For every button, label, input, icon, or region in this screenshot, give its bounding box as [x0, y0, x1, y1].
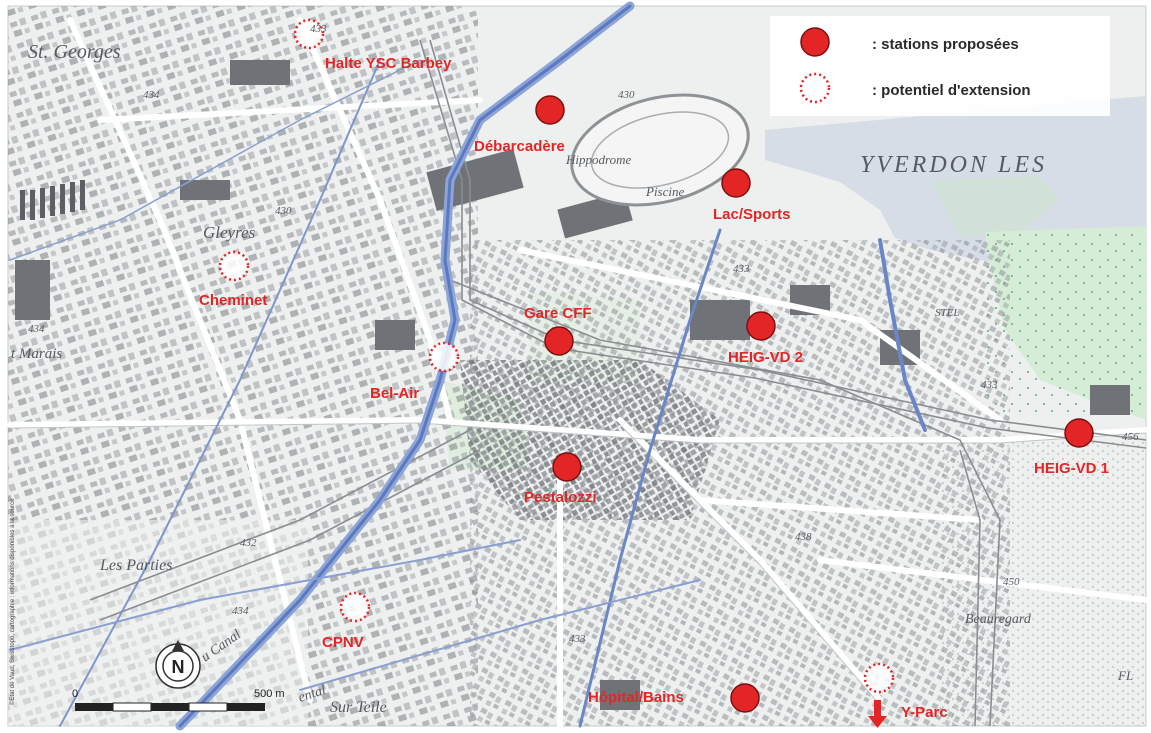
place-st-georges: St. Georges: [28, 41, 121, 63]
label-cpnv: CPNV: [322, 634, 364, 651]
station-marker-hopital-bains[interactable]: [730, 683, 760, 713]
place-gleyres: Gleyres: [203, 223, 256, 242]
canal-center: [578, 228, 722, 728]
place-hippodrome: Hippodrome: [565, 152, 631, 167]
label-heig-vd-2: HEIG-VD 2: [728, 349, 803, 366]
station-marker-y-parc[interactable]: [863, 662, 895, 694]
label-bel-air: Bel-Air: [370, 385, 419, 402]
canal-west: [59, 59, 381, 727]
place-beauregard: Beauregard: [965, 612, 1032, 627]
label-halte-ysc-barbey: Halte YSC Barbey: [325, 55, 452, 72]
altitude-433-c: 433: [981, 379, 998, 391]
altitude-456: 456: [1122, 431, 1139, 443]
altitude-433-a: 433: [310, 23, 327, 35]
legend-proposed-label: : stations proposées: [872, 36, 1019, 53]
legend-extension-label: : potentiel d'extension: [872, 82, 1031, 99]
station-marker-bel-air[interactable]: [428, 341, 460, 373]
altitude-438: 438: [795, 531, 812, 543]
station-marker-gare-cff[interactable]: [544, 326, 574, 356]
extension-stations: [218, 18, 895, 694]
legend-proposed-swatch: [800, 27, 830, 57]
label-heig-vd-1: HEIG-VD 1: [1034, 460, 1109, 477]
altitude-430-a: 430: [618, 89, 635, 101]
altitude-434-b: 434: [28, 323, 45, 335]
altitude-433-b: 433: [733, 263, 750, 275]
label-cheminet: Cheminet: [199, 292, 267, 309]
hippodrome-track: [570, 93, 750, 207]
north-symbol: N: [172, 657, 185, 677]
label-gare-cff: Gare CFF: [524, 305, 592, 322]
scale-start: 0: [72, 688, 78, 700]
station-marker-cpnv[interactable]: [339, 591, 371, 623]
altitude-430-b: 430: [275, 205, 292, 217]
proposed-stations: [535, 95, 1094, 713]
place-les-parties: Les Parties: [99, 557, 172, 574]
altitude-450: 450: [1003, 576, 1020, 588]
label-lac-sports: Lac/Sports: [713, 206, 791, 223]
station-marker-pestalozzi[interactable]: [552, 452, 582, 482]
altitude-432: 432: [240, 537, 257, 549]
label-hopital-bains: Hôpital/Bains: [588, 689, 684, 706]
altitude-434-c: 434: [232, 605, 249, 617]
station-marker-heig-vd-2[interactable]: [746, 311, 776, 341]
station-marker-heig-vd-1[interactable]: [1064, 418, 1094, 448]
place-sur-teile: Sur Teile: [330, 699, 387, 716]
altitude-434-a: 434: [143, 89, 160, 101]
map-credit: ©Etat de Vaud, Swisstopo, cartographie :…: [9, 498, 16, 705]
place-marais: t Marais: [11, 346, 62, 362]
station-marker-debarcadere[interactable]: [535, 95, 565, 125]
place-piscine: Piscine: [645, 184, 684, 199]
legend: : stations proposées : potentiel d'exten…: [770, 16, 1110, 116]
scale-bar: 0 500 m: [72, 688, 285, 712]
label-pestalozzi: Pestalozzi: [524, 489, 597, 506]
label-y-parc: Y-Parc: [901, 704, 948, 721]
station-marker-lac-sports[interactable]: [721, 168, 751, 198]
place-stel: STEL: [935, 307, 959, 319]
lake: [765, 96, 1146, 262]
station-labels: Halte YSC Barbey Débarcadère Lac/Sports …: [199, 55, 1109, 721]
station-marker-halte-ysc-barbey[interactable]: [293, 18, 325, 50]
station-marker-cheminet[interactable]: [218, 250, 250, 282]
place-fl: FL: [1117, 668, 1133, 683]
altitude-433-d: 433: [569, 633, 586, 645]
legend-extension-swatch: [799, 72, 831, 104]
y-parc-arrow: [868, 700, 887, 728]
north-arrow: N: [155, 640, 201, 689]
altitude-marks: 433 434 430 430 434 433 433 432 434 433 …: [28, 23, 1139, 645]
canal-east: [878, 238, 927, 432]
label-debarcadere: Débarcadère: [474, 138, 565, 155]
scale-end: 500 m: [254, 688, 285, 700]
place-yverdon: YVERDON LES: [860, 152, 1047, 178]
